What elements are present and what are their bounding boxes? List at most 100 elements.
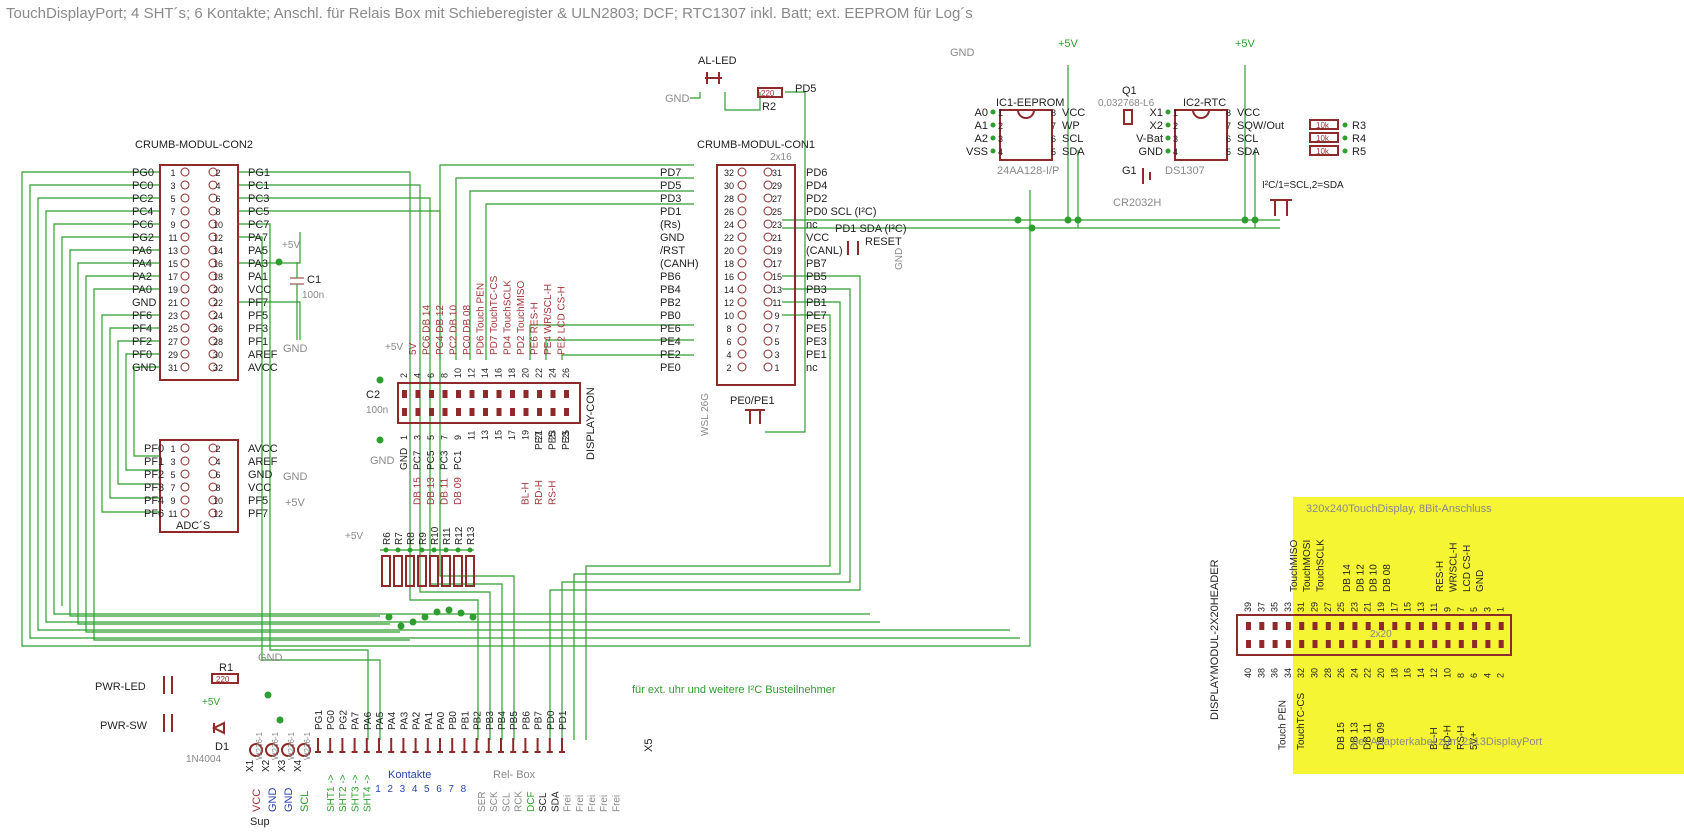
- rtc-i2c-note: I²C/1=SCL,2=SDA: [1262, 180, 1344, 191]
- terminal-type: W236-1: [287, 731, 296, 760]
- dcon-bottom-pin-label: PC5: [426, 450, 437, 470]
- dcon-bottom-pin: [415, 408, 421, 416]
- con1-right-label: PB5: [806, 271, 827, 283]
- x5-misc-label: SCL: [538, 792, 549, 812]
- pwr-sw-symbol: [163, 714, 173, 732]
- eeprom-left-num: 2: [998, 121, 1003, 131]
- dcon-bottom-db: DB 09: [453, 477, 464, 505]
- dh-top-num: 3: [1482, 607, 1492, 612]
- dh-bottom-num: 34: [1283, 668, 1293, 678]
- con1-right-pin: [763, 284, 773, 294]
- con1-left-label: /RST: [660, 245, 685, 257]
- con2-left-label: PF4: [132, 323, 152, 335]
- con2-right-pin: [208, 245, 218, 255]
- dcon-top-signal: PC2 DB 10: [449, 305, 460, 355]
- con2-left-label: PA2: [132, 271, 152, 283]
- dh-bottom-signal: BL-H: [1429, 727, 1440, 750]
- x5-pin-label: PB3: [485, 711, 496, 730]
- con1-left-label: PB2: [660, 297, 681, 309]
- adcs-right-pin: [208, 508, 218, 518]
- x5-pin: [388, 738, 395, 753]
- c2-5v-label: +5V: [385, 342, 403, 353]
- con2-right-label: PC1: [248, 180, 269, 192]
- dcon-top-pin: [402, 390, 407, 398]
- x5-sht-label: SHT1 ->: [326, 774, 337, 812]
- con2-right-num: 8: [215, 207, 220, 217]
- dcon-bottom-pin-label: PC1: [453, 450, 464, 470]
- crystal-body: [1123, 109, 1133, 125]
- rtc-left-num: 4: [1173, 147, 1178, 157]
- x5-pin-label: PA5: [375, 711, 386, 730]
- eeprom-left-label: VSS: [966, 146, 988, 158]
- terminal-screw: [265, 743, 279, 757]
- x5-pin: [485, 738, 492, 753]
- con1-left-num: 10: [724, 311, 734, 321]
- con2-left-pin: [180, 180, 190, 190]
- dcon-top-signal: PC4 DB 12: [435, 305, 446, 355]
- dcon-bottom-pin-label: PE5: [548, 431, 559, 450]
- con1-left-num: 18: [724, 259, 734, 269]
- dcon-top-pin: [415, 390, 421, 398]
- battery-symbol: [1142, 168, 1151, 184]
- adcs-right-label: PF7: [248, 508, 268, 520]
- con2-left-label: PF6: [132, 310, 152, 322]
- x5-kontakt-num: 3: [400, 784, 406, 795]
- r2-name: R2: [762, 101, 776, 113]
- dh-top-signal: RES-H: [1435, 561, 1446, 592]
- con1-right-num: 25: [772, 207, 782, 217]
- con1-right-label: PE7: [806, 310, 827, 322]
- dh-top-num: 11: [1429, 603, 1439, 612]
- dcon-bottom-pin: [429, 408, 434, 416]
- con2-left-label: PC0: [132, 180, 153, 192]
- con2-right-label: AVCC: [248, 362, 278, 374]
- terminal-type: W236-1: [255, 731, 264, 760]
- x5-pin-label: PB0: [448, 711, 459, 730]
- array-resistor-body: [453, 555, 463, 587]
- dh-bottom-num: 10: [1443, 668, 1453, 678]
- con2-left-num: 19: [168, 285, 178, 295]
- dh-top-num: 13: [1416, 602, 1426, 612]
- con1-left-label: PE0: [660, 362, 681, 374]
- pullup-resistor: [1309, 132, 1339, 143]
- rtc-left-num: 2: [1173, 121, 1178, 131]
- crystal-name: Q1: [1122, 85, 1137, 97]
- con2-left-pin: [180, 245, 190, 255]
- dh-bottom-pin: [1299, 640, 1305, 648]
- dh-bottom-signal: DB 09: [1376, 722, 1387, 750]
- dcon-bottom-num: 25: [561, 430, 571, 440]
- con2-left-num: 3: [170, 181, 175, 191]
- con1-left-num: 32: [724, 168, 734, 178]
- adcs-left-pin: [180, 495, 190, 505]
- dcon-bottom-num: 17: [507, 430, 517, 440]
- supply-label: GND: [283, 788, 295, 813]
- con2-right-num: 4: [215, 181, 220, 191]
- con1-left-num: 16: [724, 272, 734, 282]
- diode-symbol: [211, 721, 225, 735]
- dcon-bottom-num: 9: [453, 435, 463, 440]
- eeprom-left-node: [990, 122, 996, 128]
- con1-left-label: PD3: [660, 193, 681, 205]
- con2-right-pin: [208, 349, 218, 359]
- dcon-top-signal: PD2 TouchMISO: [516, 280, 527, 355]
- dcon-bottom-db: DB 13: [426, 477, 437, 505]
- con1-right-pin: [763, 349, 773, 359]
- terminal-name: X3: [277, 759, 288, 772]
- dcon-top-num: 8: [440, 373, 450, 378]
- con2-left-label: PC4: [132, 206, 153, 218]
- x5-pin-label: PD1: [558, 710, 569, 730]
- dh-top-pin: [1432, 622, 1438, 630]
- array-resistor-name: R11: [442, 527, 453, 545]
- dcon-top-num: 22: [534, 368, 544, 378]
- con2-right-pin: [208, 219, 218, 229]
- con1-right-num: 17: [772, 259, 782, 269]
- x5-pin-label: PB5: [509, 711, 520, 730]
- dh-top-num: 27: [1323, 602, 1333, 612]
- con2-right-num: 20: [213, 285, 223, 295]
- rtc-left-label: X2: [1150, 120, 1163, 132]
- rtc-right-num: 5: [1226, 147, 1231, 157]
- r2-body: [757, 87, 783, 98]
- con2-right-label: PC7: [248, 219, 269, 231]
- con1-right-num: 3: [774, 350, 779, 360]
- dcon-top-pin: [469, 390, 475, 398]
